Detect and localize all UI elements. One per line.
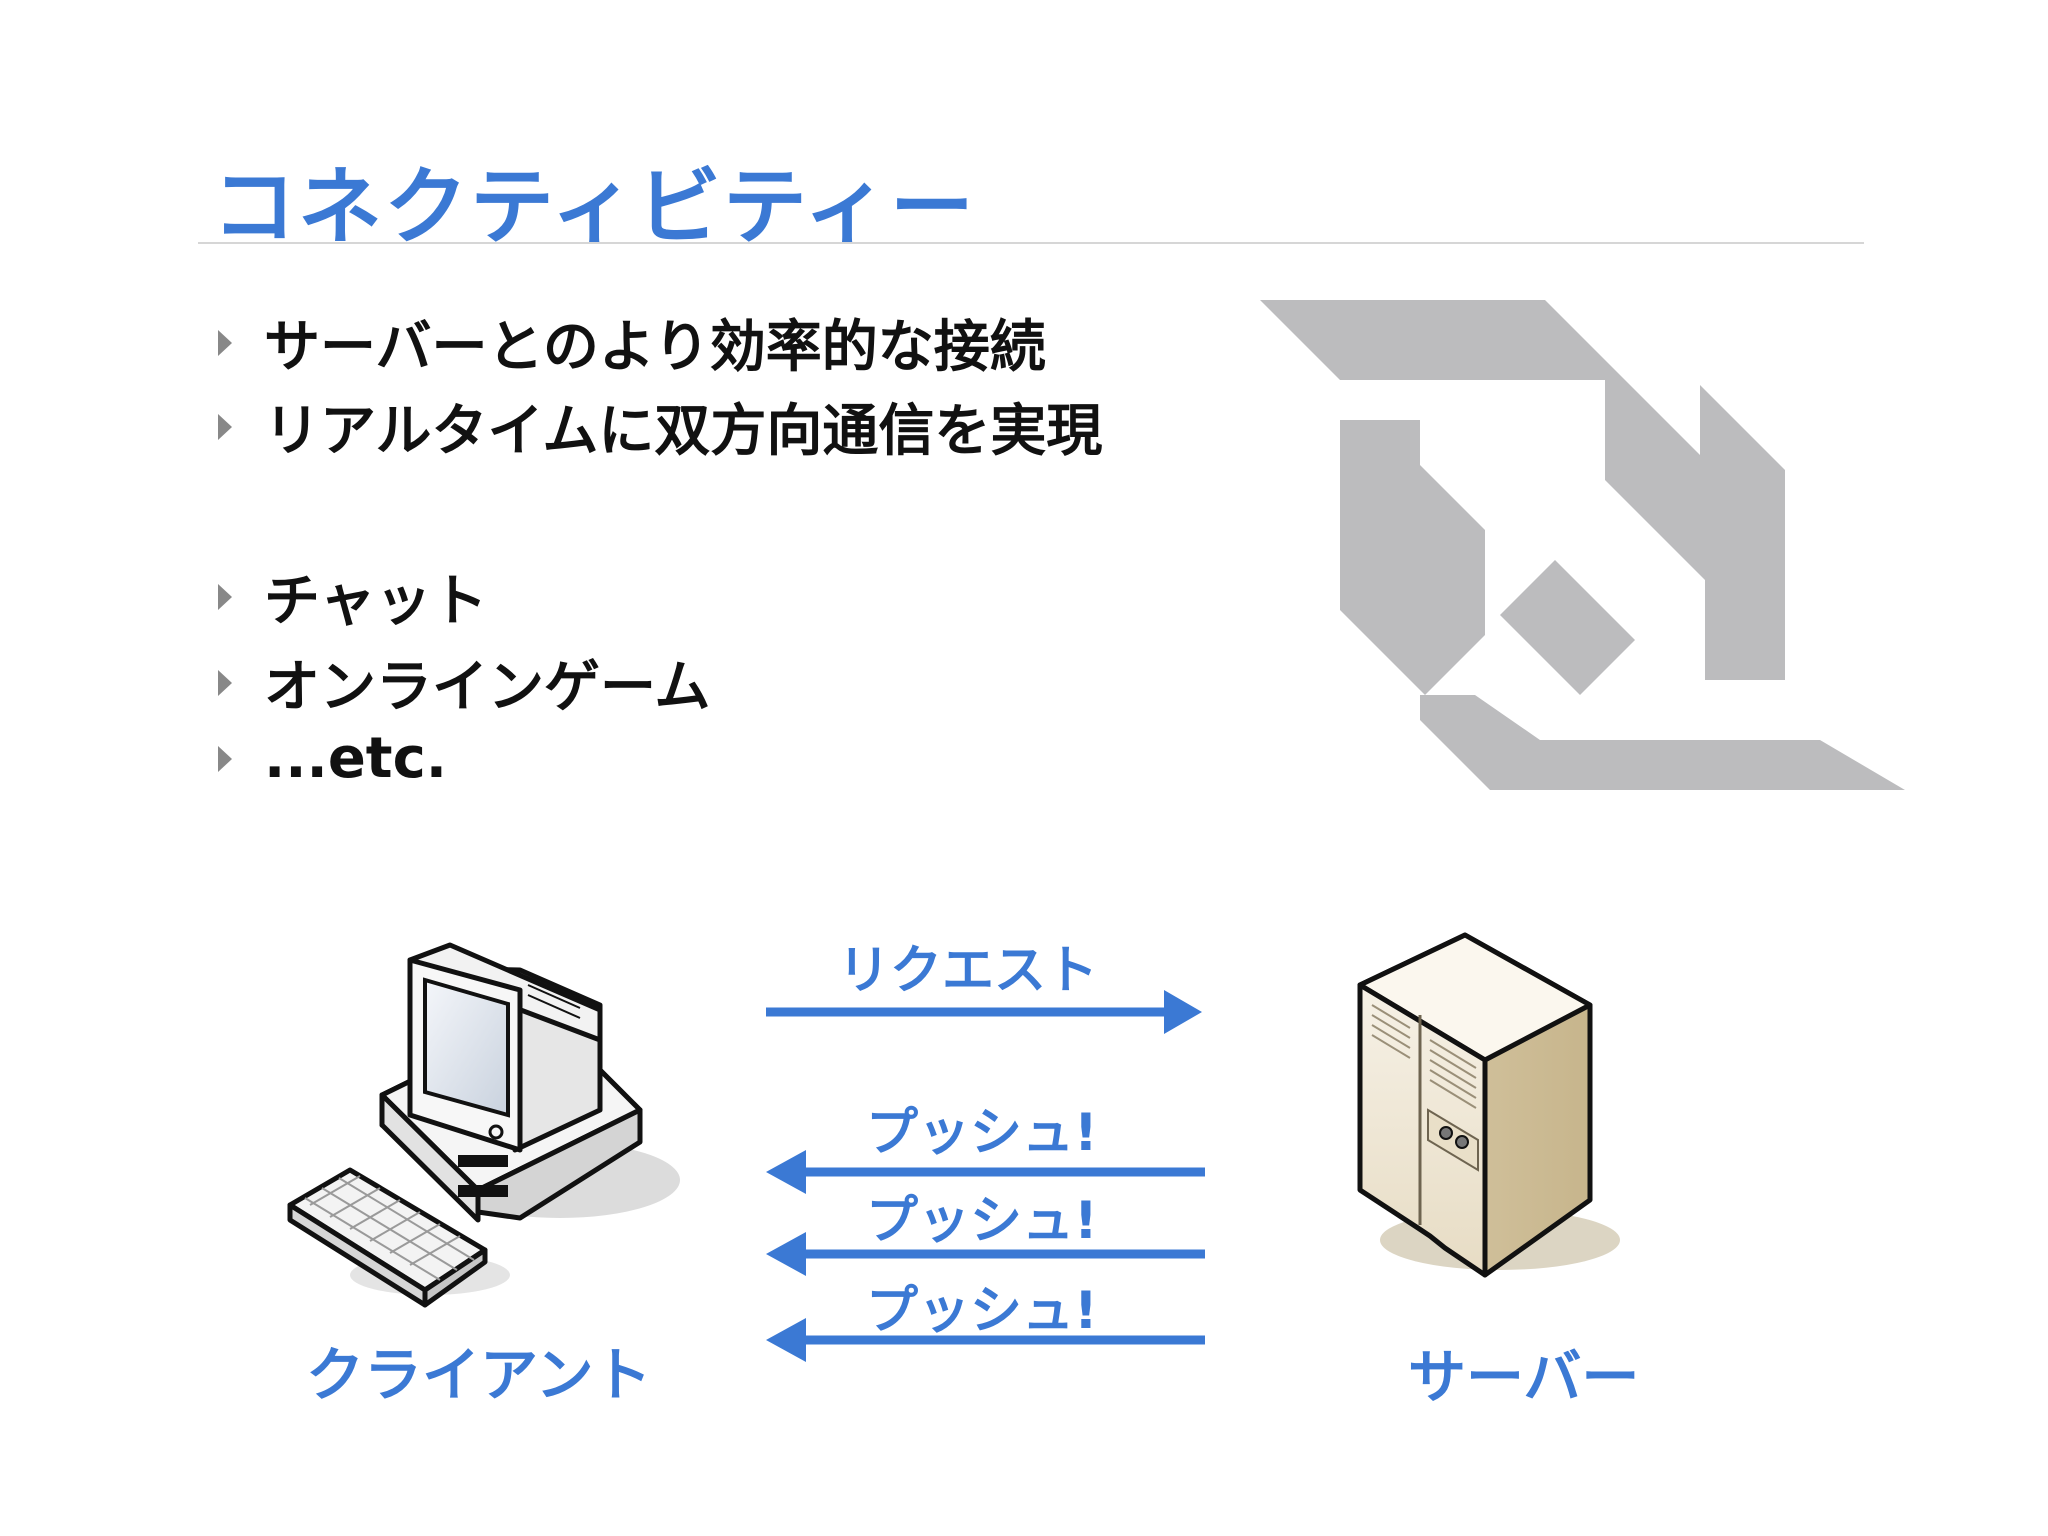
bullet-item-4: オンラインゲーム: [218, 642, 710, 723]
title-divider: [198, 242, 1864, 244]
push-label-1: プッシュ!: [866, 1103, 1098, 1163]
slide-title: コネクティビティー: [212, 158, 976, 256]
server-icon: [1357, 932, 1620, 1278]
request-label: リクエスト: [838, 941, 1099, 1001]
bullet-item-3: チャット: [218, 556, 487, 637]
bullet-triangle-icon: [218, 329, 232, 356]
bullet-triangle-icon: [218, 413, 232, 440]
bullet-item-1: サーバーとのより効率的な接続: [218, 302, 1046, 383]
push-label-2: プッシュ!: [866, 1191, 1098, 1251]
client-label: クライアント: [306, 1341, 652, 1409]
bullet-text: ...etc.: [264, 726, 448, 791]
connectivity-logo-icon: [1260, 300, 1905, 790]
bullet-item-5: ...etc.: [218, 726, 447, 791]
bullet-text: チャット: [264, 569, 488, 634]
bullet-text: サーバーとのより効率的な接続: [264, 315, 1046, 380]
bullet-triangle-icon: [218, 583, 232, 610]
bullet-item-2: リアルタイムに双方向通信を実現: [218, 386, 1102, 467]
client-computer-icon: [287, 942, 680, 1308]
push-label-3: プッシュ!: [866, 1281, 1098, 1341]
push-arrow-1: [766, 1150, 1205, 1194]
server-label: サーバー: [1408, 1343, 1640, 1411]
bullet-triangle-icon: [218, 669, 232, 696]
bullet-triangle-icon: [218, 745, 232, 772]
push-arrow-2: [766, 1232, 1205, 1276]
request-arrow: [766, 990, 1202, 1034]
bullet-text: オンラインゲーム: [264, 655, 711, 720]
bullet-text: リアルタイムに双方向通信を実現: [264, 399, 1103, 464]
push-arrow-3: [766, 1318, 1205, 1362]
